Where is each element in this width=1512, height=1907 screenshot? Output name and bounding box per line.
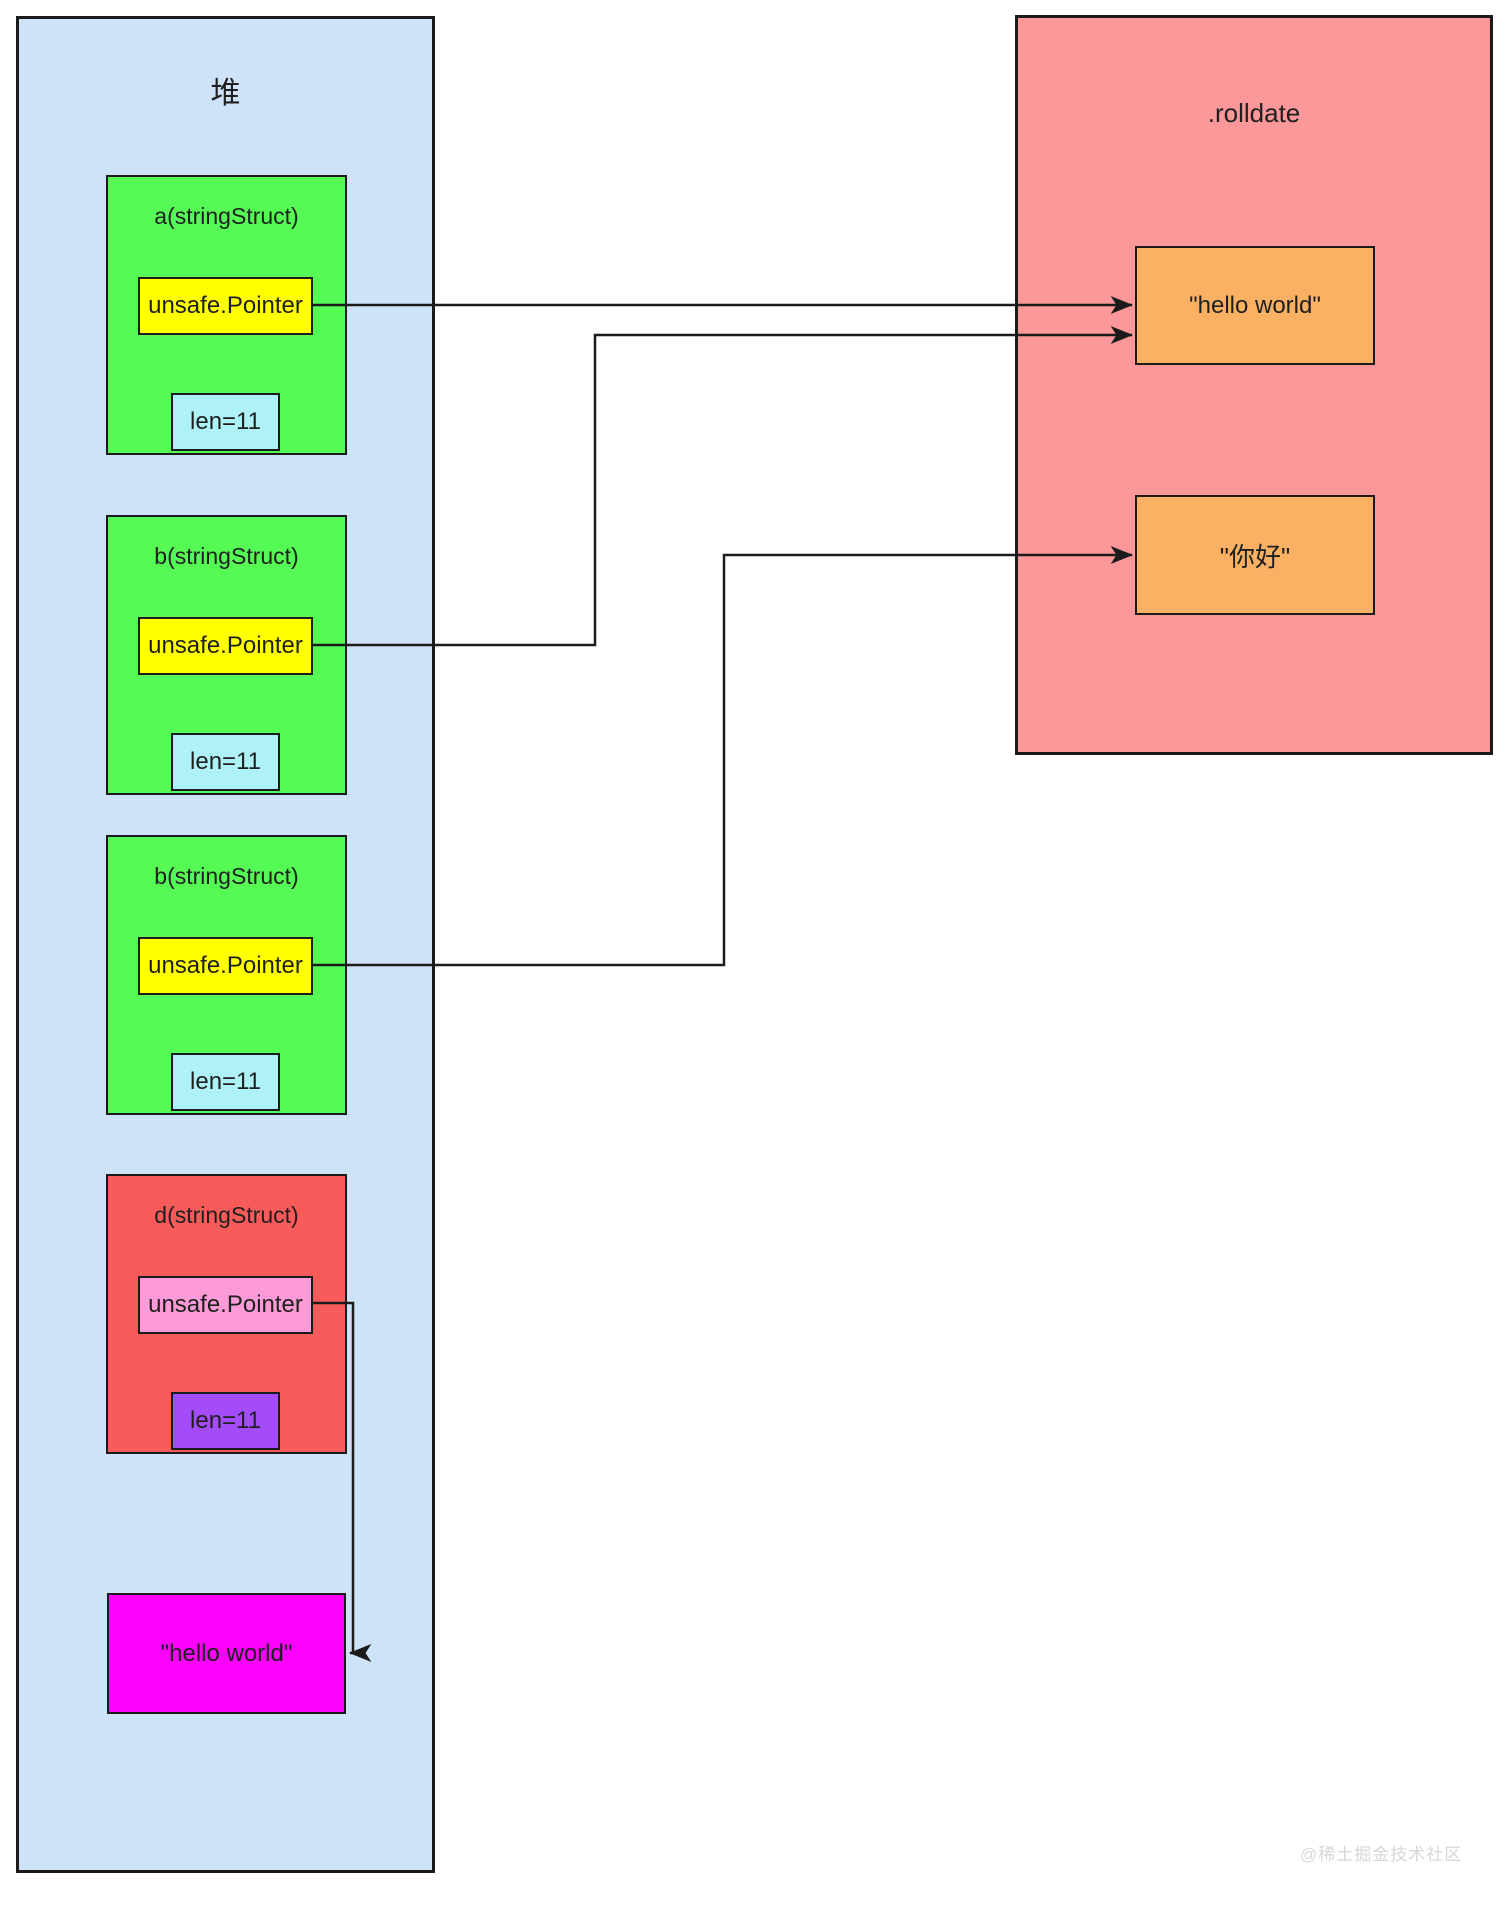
struct-a-len: len=11 — [171, 393, 280, 451]
rodata-literal-hello-world: "hello world" — [1135, 246, 1375, 365]
struct-b1: b(stringStruct) unsafe.Pointer len=11 — [106, 515, 347, 795]
arrow-b1-to-helloworld — [313, 326, 1134, 647]
struct-b1-len: len=11 — [171, 733, 280, 791]
arrow-b2-to-nihao — [313, 546, 1134, 967]
heap-title: 堆 — [210, 77, 241, 110]
rodata-literal-nihao: "你好" — [1135, 495, 1375, 615]
struct-b2-len: len=11 — [171, 1053, 280, 1111]
struct-b2-name: b(stringStruct) — [154, 863, 299, 889]
struct-d: d(stringStruct) unsafe.Pointer len=11 — [106, 1174, 347, 1454]
rodata-title: .rolldate — [1207, 98, 1301, 128]
struct-b2-pointer: unsafe.Pointer — [138, 937, 313, 995]
heap-string-literal: "hello world" — [107, 1593, 346, 1714]
struct-d-name: d(stringStruct) — [154, 1202, 299, 1228]
struct-a-pointer: unsafe.Pointer — [138, 277, 313, 335]
struct-d-pointer: unsafe.Pointer — [138, 1276, 313, 1334]
struct-b1-pointer: unsafe.Pointer — [138, 617, 313, 675]
struct-a-name: a(stringStruct) — [154, 203, 299, 229]
struct-d-len: len=11 — [171, 1392, 280, 1450]
struct-b1-name: b(stringStruct) — [154, 543, 299, 569]
watermark: @稀土掘金技术社区 — [1300, 1845, 1463, 1864]
struct-a: a(stringStruct) unsafe.Pointer len=11 — [106, 175, 347, 455]
heap-region: 堆 a(stringStruct) unsafe.Pointer len=11 … — [16, 16, 435, 1873]
rodata-region: .rolldate "hello world" "你好" — [1015, 15, 1493, 755]
struct-b2: b(stringStruct) unsafe.Pointer len=11 — [106, 835, 347, 1115]
